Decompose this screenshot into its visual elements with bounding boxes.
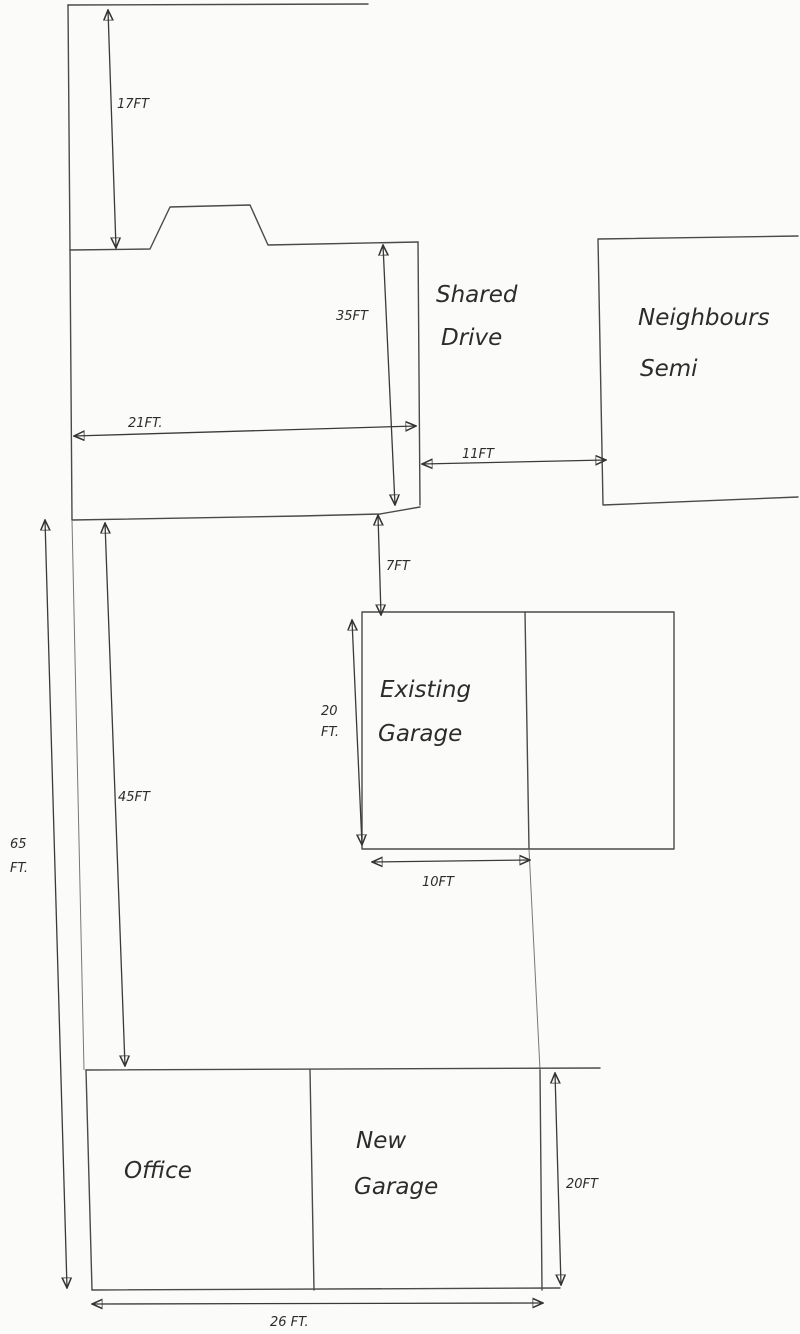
dim-10ft-arrow [372,860,530,862]
dim-65ft-label-2: FT. [10,861,28,876]
dim-7ft-arrow [378,515,381,615]
dim-7ft-label: 7FT [386,559,411,574]
dim-45ft-arrow [105,523,125,1066]
dim-35ft-label: 35FT [336,309,369,324]
office-label: Office [124,1158,192,1184]
dim-26ft-arrow [92,1303,543,1304]
dim-65ft-arrow [45,520,67,1288]
garage-side-line [528,848,541,1071]
dim-17ft-label: 17FT [117,97,150,112]
new-garage-building [85,1067,601,1291]
dim-65ft-label-1: 65 [10,837,27,852]
house-outline [69,204,421,521]
dim-11ft-arrow [422,460,606,464]
dim-21ft-arrow [74,426,416,436]
dim-45ft-label: 45FT [118,790,151,805]
shared-drive-label-2: Drive [441,325,502,351]
existing-garage-label-1: Existing [380,677,471,703]
dim-20ft-new-label: 20FT [566,1177,599,1192]
dim-21ft-label: 21FT. [128,416,163,431]
dim-20ft-new-arrow [555,1073,561,1285]
dim-20ft-existing-label-1: 20 [321,704,338,719]
dim-26ft-label: 26 FT. [270,1315,309,1330]
dim-17ft-arrow [108,10,116,248]
shared-drive-label-1: Shared [436,282,518,308]
dim-20ft-existing-arrow [352,620,362,845]
left-plot-boundary [71,519,85,1071]
dim-10ft-label: 10FT [422,875,455,890]
dim-35ft-arrow [383,245,395,505]
neighbours-semi [597,235,799,506]
new-garage-label-2: Garage [354,1174,438,1200]
existing-garage-label-2: Garage [378,721,462,747]
neighbours-label-2: Semi [640,356,698,382]
neighbours-label-1: Neighbours [638,305,770,331]
dim-20ft-existing-label-2: FT. [321,725,339,740]
top-boundary [67,3,369,251]
new-garage-label-1: New [356,1128,406,1154]
dim-11ft-label: 11FT [462,447,495,462]
